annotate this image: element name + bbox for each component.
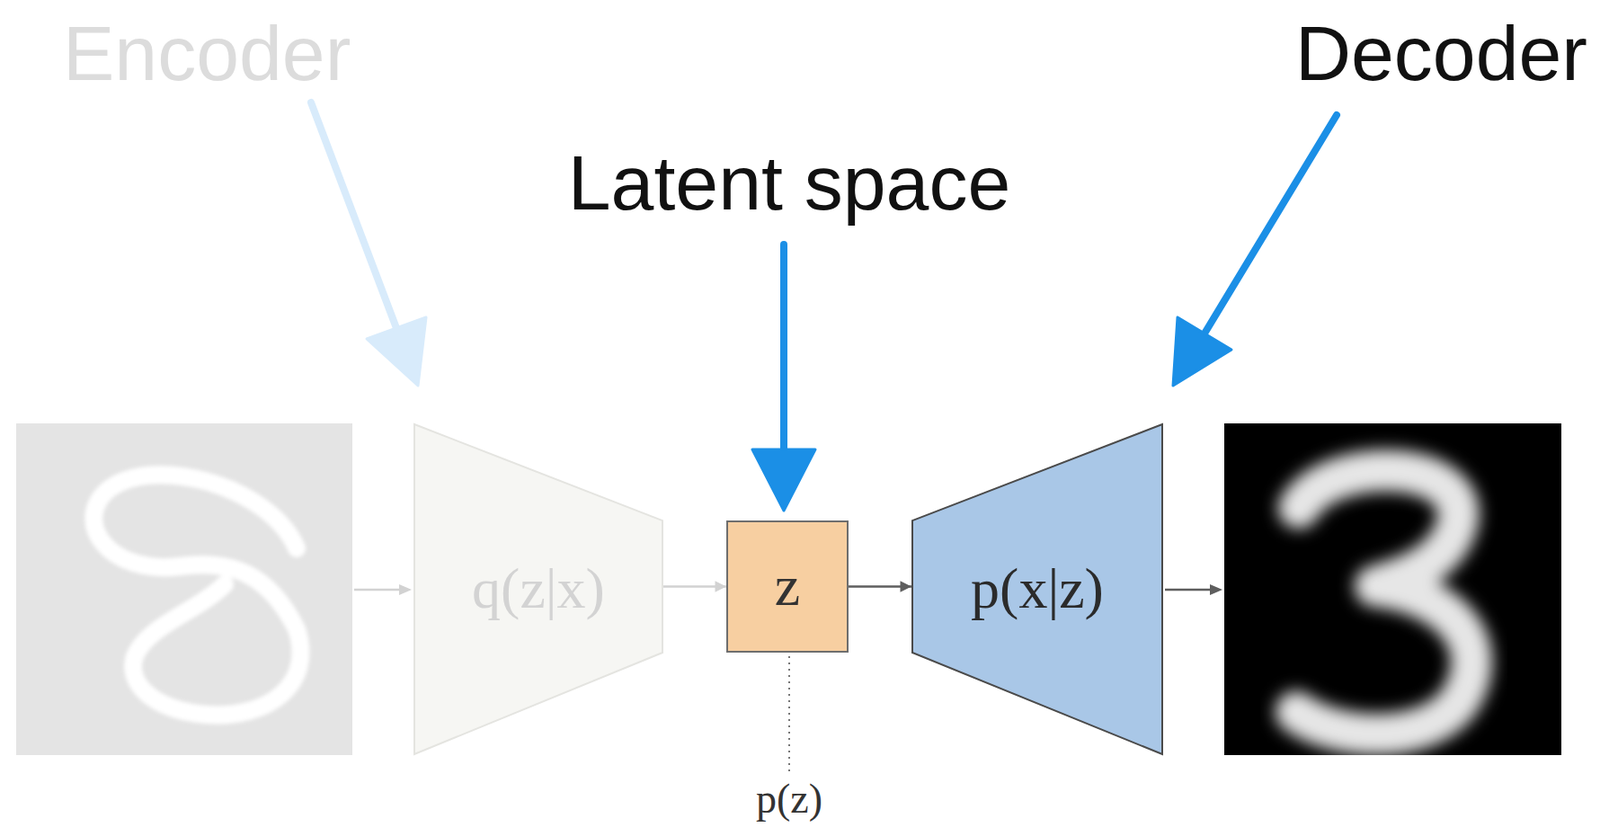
- node-text: q(z|x): [471, 557, 605, 621]
- decoder-label: Decoder: [1295, 14, 1588, 92]
- input-arrow: [354, 588, 401, 592]
- decoder-trapezoid: p(x|z): [911, 423, 1164, 756]
- latent-pointer-head: [752, 449, 816, 511]
- decoder-pointer: [1204, 115, 1337, 334]
- latent-space-label: Latent space: [568, 143, 1011, 222]
- flow-arrow: [663, 585, 727, 588]
- flow-arrow: [848, 585, 912, 588]
- output-digit: [1296, 470, 1472, 735]
- prior-label: p(z): [755, 778, 823, 820]
- node-text: z: [774, 554, 800, 618]
- prior-dotted-line: [788, 656, 791, 775]
- encoder-pointer-head: [366, 317, 427, 386]
- output-arrow: [1164, 588, 1212, 592]
- latent-pointer: [780, 244, 788, 450]
- encoder-trapezoid: q(z|x): [413, 423, 664, 756]
- decoder-trapezoid-shape: [912, 424, 1163, 755]
- latent-box: z: [726, 520, 849, 653]
- node-text: p(x|z): [970, 557, 1104, 621]
- input-arrowhead: [399, 584, 412, 596]
- encoder-label: Encoder: [62, 14, 351, 92]
- decoder-pointer-head: [1173, 317, 1232, 386]
- encoder-trapezoid-shape: [414, 424, 663, 755]
- input-digit: [93, 474, 301, 715]
- output-image: [1224, 423, 1562, 756]
- input-image: [16, 423, 353, 756]
- output-arrowhead: [1209, 584, 1223, 596]
- encoder-pointer: [311, 102, 397, 329]
